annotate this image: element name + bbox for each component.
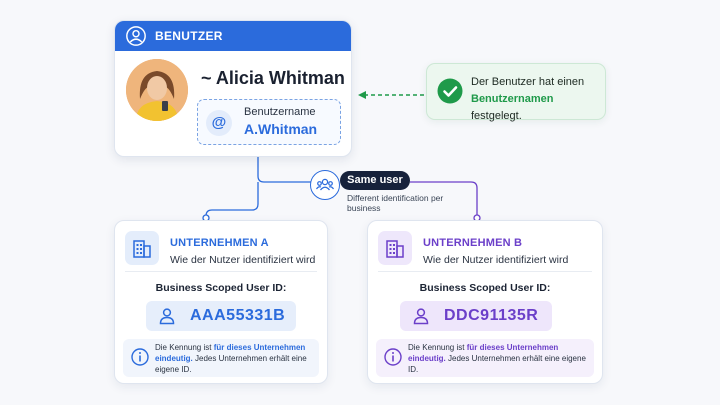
connector-to-business-b bbox=[410, 181, 478, 216]
same-user-badge bbox=[310, 170, 340, 200]
user-circle-icon bbox=[126, 26, 146, 46]
info-box: Die Kennung ist für dieses Unternehmen e… bbox=[376, 339, 594, 377]
business-card-b: UNTERNEHMEN B Wie der Nutzer identifizie… bbox=[367, 220, 603, 384]
business-description: Wie der Nutzer identifiziert wird bbox=[423, 254, 569, 266]
business-scoped-id-value: AAA55331B bbox=[190, 307, 286, 324]
username-label: Benutzername bbox=[244, 106, 316, 118]
avatar bbox=[126, 59, 188, 121]
business-scoped-id-value: DDC91135R bbox=[444, 307, 539, 324]
building-icon bbox=[378, 231, 412, 265]
business-scoped-id-box: AAA55331B bbox=[146, 301, 296, 331]
users-group-icon bbox=[316, 178, 334, 191]
business-scoped-id-label: Business Scoped User ID: bbox=[419, 282, 551, 294]
username-value: A.Whitman bbox=[244, 121, 318, 137]
business-card-a: UNTERNEHMEN A Wie der Nutzer identifizie… bbox=[114, 220, 328, 384]
user-name: ~ Alicia Whitman bbox=[201, 68, 345, 88]
business-scoped-id-label: Business Scoped User ID: bbox=[155, 282, 287, 294]
username-box: @ Benutzername A.Whitman bbox=[197, 99, 341, 145]
person-icon bbox=[413, 308, 429, 325]
arrow-head bbox=[358, 91, 366, 99]
business-scoped-id-box: DDC91135R bbox=[400, 301, 552, 331]
business-name: UNTERNEHMEN B bbox=[423, 237, 523, 249]
info-box: Die Kennung ist für dieses Unternehmen e… bbox=[123, 339, 319, 377]
person-icon bbox=[159, 308, 175, 325]
check-circle-icon bbox=[437, 78, 463, 104]
user-card: BENUTZER ~ Alicia Whitman @ Benutzername… bbox=[114, 20, 352, 157]
note-highlight: Benutzernamen bbox=[471, 93, 554, 105]
divider bbox=[125, 271, 317, 272]
divider bbox=[378, 271, 592, 272]
connector-to-business-a bbox=[205, 156, 312, 220]
info-text: Die Kennung ist für dieses Unternehmen e… bbox=[408, 343, 586, 374]
at-sign-icon: @ bbox=[206, 110, 232, 136]
info-icon bbox=[131, 348, 149, 366]
building-icon bbox=[125, 231, 159, 265]
info-icon bbox=[384, 348, 402, 366]
same-user-sublabel: Different identification per business bbox=[347, 193, 444, 213]
business-name: UNTERNEHMEN A bbox=[170, 237, 269, 249]
same-user-pill: Same user bbox=[340, 171, 410, 190]
username-set-note: Der Benutzer hat einen Benutzernamen fes… bbox=[426, 63, 606, 122]
info-text: Die Kennung ist für dieses Unternehmen e… bbox=[155, 343, 307, 374]
business-description: Wie der Nutzer identifiziert wird bbox=[170, 254, 316, 266]
user-card-header: BENUTZER bbox=[115, 21, 351, 51]
user-card-title: BENUTZER bbox=[155, 29, 223, 43]
note-text: Der Benutzer hat einen Benutzernamen fes… bbox=[471, 76, 585, 122]
